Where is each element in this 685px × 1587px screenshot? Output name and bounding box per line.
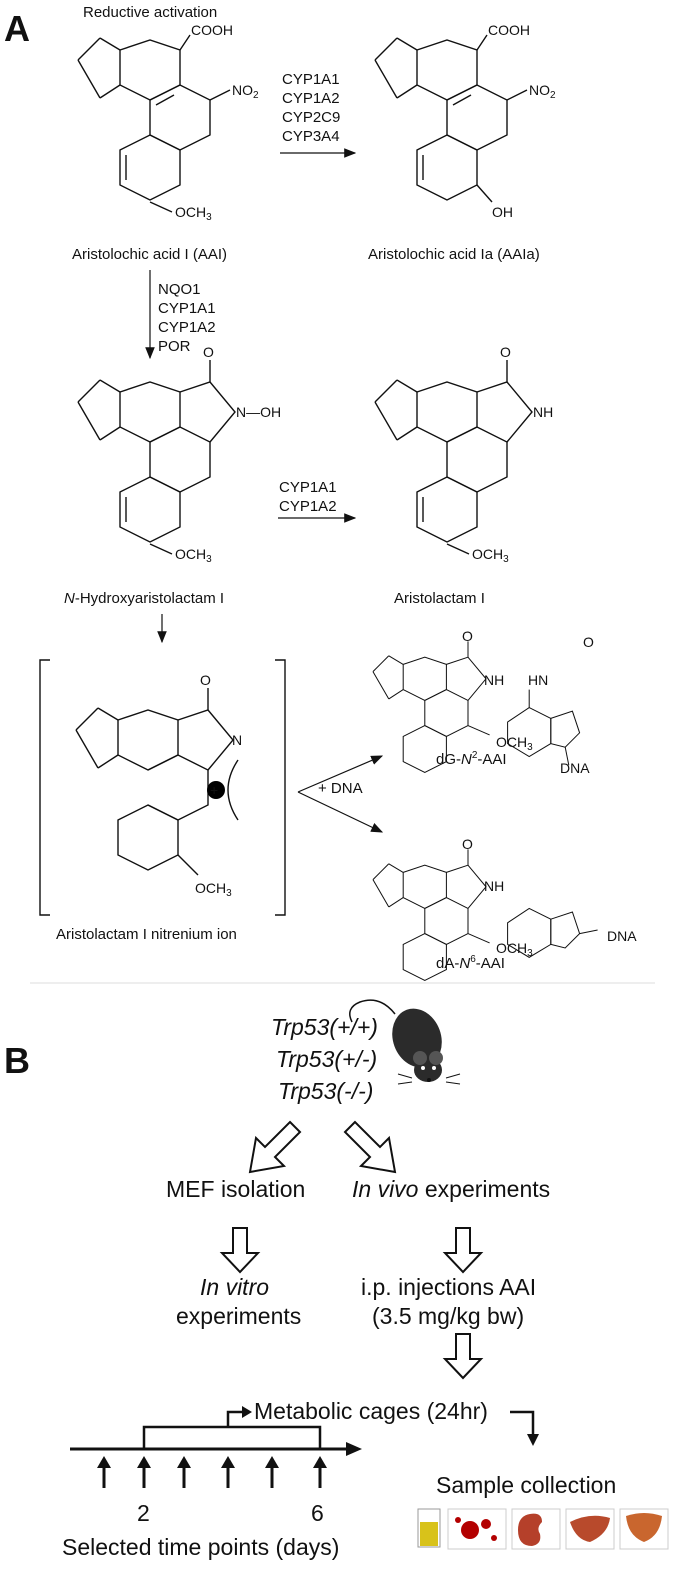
in-vitro-label: In vitro — [200, 1274, 270, 1300]
structure-n-hydroxyaristolactam — [77, 360, 236, 555]
group-o-aristolactam: O — [500, 344, 511, 360]
reductive-activation-heading: Reductive activation — [83, 4, 218, 21]
group-oh-aaia: OH — [492, 204, 513, 220]
group-n-nitrenium: N — [232, 732, 243, 748]
panel-a-letter: A — [4, 8, 30, 49]
group-och3-da: OCH3 — [496, 940, 533, 959]
label-aaia: Aristolochic acid Ia (AAIa) — [368, 246, 540, 263]
group-och3-nhydroxy: OCH3 — [175, 546, 212, 565]
group-dna-dg: DNA — [560, 760, 590, 776]
injections-label: i.p. injections AAI — [361, 1274, 537, 1300]
label-nitrenium-ion: Aristolactam I nitrenium ion — [56, 926, 237, 943]
group-och3-nitrenium: OCH3 — [195, 880, 232, 899]
label-da-adduct: dA-N6-AAI — [436, 954, 505, 972]
group-cooh-aaia: COOH — [488, 22, 530, 38]
tick-label-6: 6 — [311, 1500, 324, 1526]
structure-aristolactam — [374, 360, 533, 555]
plus-dna-label: + DNA — [318, 780, 363, 797]
group-o-da: O — [462, 836, 473, 852]
structure-aaia — [374, 34, 528, 203]
group-och3-aai: OCH3 — [175, 204, 212, 223]
genotype-knockout: Trp53(-/-) — [278, 1078, 374, 1104]
group-nh-da: NH — [484, 878, 505, 894]
label-n-hydroxyaristolactam: N-Hydroxyaristolactam I — [64, 590, 225, 607]
group-och3-aristolactam: OCH3 — [472, 546, 509, 565]
panel-b-letter: B — [4, 1040, 30, 1081]
label-aai: Aristolochic acid I (AAI) — [72, 246, 228, 263]
metabolic-cages-label: Metabolic cages (24hr) — [254, 1398, 488, 1424]
structure-da-adduct — [372, 849, 598, 981]
group-plus-nitrenium: + — [210, 782, 219, 798]
tick-label-2: 2 — [137, 1500, 150, 1526]
group-o-dg: O — [462, 628, 473, 644]
timepoints-axis-label: Selected time points (days) — [62, 1534, 340, 1560]
genotype-heterozygous: Trp53(+/-) — [276, 1046, 378, 1072]
group-n-oh: N—OH — [236, 404, 282, 420]
group-no2-aai: NO2 — [232, 82, 259, 101]
group-o-nhydroxy: O — [203, 344, 214, 360]
structure-dg-adduct — [372, 641, 581, 773]
in-vivo-label: In vivo experiments — [352, 1176, 551, 1202]
group-hn-dg: HN — [528, 672, 549, 688]
sample-collection-label: Sample collection — [436, 1472, 617, 1498]
structure-aai — [77, 34, 231, 213]
mef-isolation-label: MEF isolation — [166, 1176, 306, 1202]
structure-nitrenium — [75, 688, 239, 876]
group-o-nitrenium: O — [200, 672, 211, 688]
group-nh-dg: NH — [484, 672, 505, 688]
label-aristolactam: Aristolactam I — [394, 590, 485, 607]
arrow-dg — [297, 755, 384, 793]
enzymes-oxidation: CYP1A1 CYP1A2 CYP2C9 CYP3A4 — [282, 71, 341, 145]
in-vitro-experiments-label: experiments — [176, 1303, 302, 1329]
dose-label: (3.5 mg/kg bw) — [372, 1303, 525, 1329]
group-o2-dg: O — [583, 634, 594, 650]
genotype-wild-type: Trp53(+/+) — [271, 1014, 378, 1040]
group-cooh-aai: COOH — [191, 22, 233, 38]
group-och3-dg: OCH3 — [496, 734, 533, 753]
enzymes-lactam: CYP1A1 CYP1A2 — [279, 479, 337, 515]
group-no2-aaia: NO2 — [529, 82, 556, 101]
enzymes-reduction: NQO1 CYP1A1 CYP1A2 POR — [158, 281, 216, 355]
group-nh-aristolactam: NH — [533, 404, 554, 420]
arrow-da — [297, 791, 384, 833]
group-dna-da: DNA — [607, 928, 637, 944]
